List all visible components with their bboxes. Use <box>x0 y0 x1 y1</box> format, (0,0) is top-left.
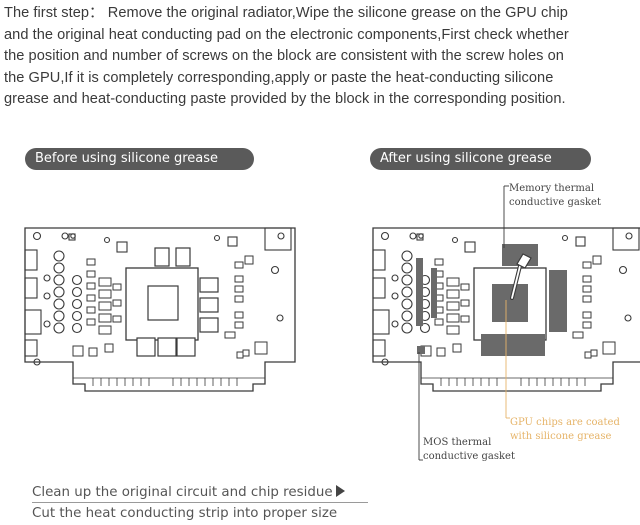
mos-thermal-pads <box>416 258 437 354</box>
intro-line: grease and heat-conducting paste provide… <box>4 91 566 107</box>
intro-line: the position and number of screws on the… <box>4 48 564 64</box>
callout-line: conductive gasket <box>423 451 515 462</box>
brush-icon <box>510 253 532 300</box>
callout-line: Memory thermal <box>509 183 595 194</box>
step-text: Cut the heat conducting strip into prope… <box>32 506 338 521</box>
arrow-right-icon <box>335 485 345 497</box>
step-item: Cut the heat conducting strip into prope… <box>32 503 368 524</box>
after-label: After using silicone grease <box>370 148 591 170</box>
step-text: Clean up the original circuit and chip r… <box>32 485 333 500</box>
memory-thermal-pads <box>481 244 567 356</box>
intro-paragraph: The first step： Remove the original radi… <box>4 3 640 111</box>
before-label: Before using silicone grease <box>25 148 254 170</box>
memory-pad-callout: Memory thermal conductive gasket <box>509 182 601 210</box>
memory-chips-before <box>136 247 219 357</box>
gpu-grease-callout: GPU chips are coated with silicone greas… <box>510 416 620 444</box>
callout-line: GPU chips are coated <box>510 417 620 428</box>
step-item: Clean up the original circuit and chip r… <box>32 482 368 503</box>
callout-line: MOS thermal <box>423 437 492 448</box>
intro-line: and the original heat conducting pad on … <box>4 26 569 43</box>
step-list: Clean up the original circuit and chip r… <box>32 482 368 524</box>
callout-leaders <box>418 185 510 461</box>
gpu-silicone-grease <box>492 284 528 322</box>
callout-line: conductive gasket <box>509 197 601 208</box>
intro-line: the GPU,If it is completely correspondin… <box>4 69 554 86</box>
mos-pad-callout: MOS thermal conductive gasket <box>423 436 515 464</box>
intro-line: The first step： Remove the original radi… <box>4 5 568 21</box>
pcb-before <box>24 227 296 392</box>
pcb-after <box>372 227 640 392</box>
callout-line: with silicone grease <box>510 431 612 442</box>
